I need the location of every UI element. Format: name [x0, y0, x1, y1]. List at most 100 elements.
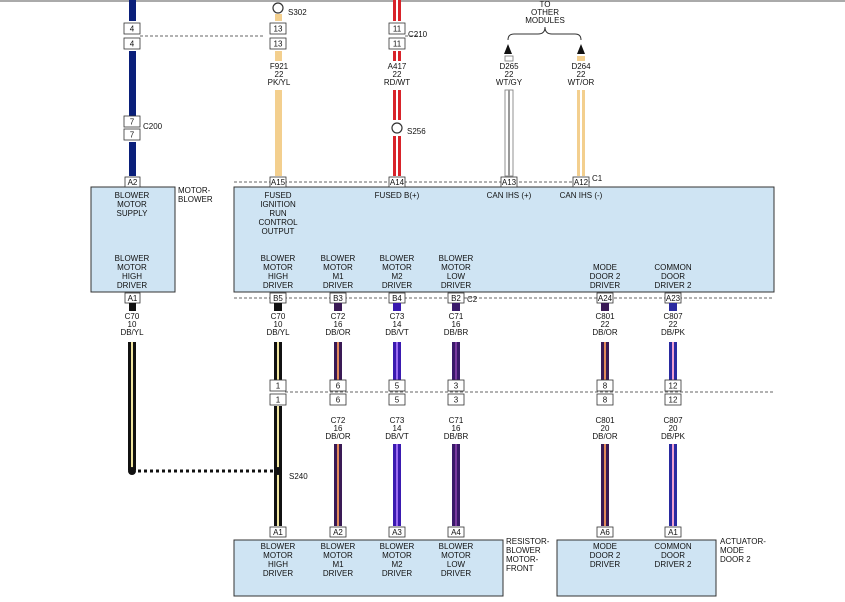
out-m2-l1: BLOWER — [380, 254, 415, 263]
wire-c71-color: DB/BR — [444, 328, 469, 337]
resistor-pin-a1: A1 — [273, 528, 283, 537]
out-high-l1: BLOWER — [261, 254, 296, 263]
pin-f921-13b: 13 — [274, 40, 283, 49]
wire-f921-id: F921 — [270, 62, 289, 71]
res-m1-l4: DRIVER — [323, 569, 353, 578]
actuator-name-l2: MODE — [720, 546, 744, 555]
fused-ign-l4: CONTROL — [258, 218, 298, 227]
pin-box-c1-a14 — [388, 176, 406, 188]
pin-box-c200-4b — [123, 37, 141, 50]
out-high-l4: DRIVER — [263, 281, 293, 290]
pin-c2-b2: B2 — [451, 294, 461, 303]
other-modules-line1: TO — [540, 0, 551, 9]
other-modules-brace — [507, 26, 582, 41]
blower-module-box — [90, 186, 176, 293]
splice-s302-label: S302 — [288, 8, 307, 17]
pin-c1-a14: A14 — [390, 178, 405, 187]
inline-pins — [269, 379, 682, 406]
res-m2-l4: DRIVER — [382, 569, 412, 578]
fused-ign-l5: OUTPUT — [262, 227, 295, 236]
blower-supply-l2: MOTOR — [117, 200, 147, 209]
out-m1-l2: MOTOR — [323, 263, 353, 272]
wire-d265-gauge: 22 — [505, 70, 514, 79]
res-low-l2: MOTOR — [441, 551, 471, 560]
wire-d264 — [577, 56, 585, 176]
c2-label: C2 — [467, 295, 478, 304]
res-low-l1: BLOWER — [439, 542, 474, 551]
wire-c70-left-id: C70 — [125, 312, 140, 321]
pin-c2-b4: B4 — [392, 294, 402, 303]
wire-c72-lower-id: C72 — [331, 416, 346, 425]
fused-b-label: FUSED B(+) — [375, 191, 420, 200]
actuator-pin-a6: A6 — [600, 528, 610, 537]
pin-box-actuator-a1 — [664, 526, 682, 538]
out-low-l2: MOTOR — [441, 263, 471, 272]
pin-box-c1-a13 — [500, 176, 518, 188]
wire-c70-left-color: DB/YL — [120, 328, 144, 337]
wire-c72-id: C72 — [331, 312, 346, 321]
out-mode-l2: DOOR 2 — [590, 272, 621, 281]
out-m2-l3: M2 — [391, 272, 403, 281]
inline-pin-1b: 1 — [276, 396, 281, 405]
blower-module-name-l2: BLOWER — [178, 195, 213, 204]
fused-ign-l1: FUSED — [264, 191, 291, 200]
wire-c71 — [452, 342, 460, 526]
resistor-name-l4: FRONT — [506, 564, 534, 573]
pin-c2-a23: A23 — [666, 294, 681, 303]
resistor-pin-a3: A3 — [392, 528, 402, 537]
res-m1-l2: MOTOR — [323, 551, 353, 560]
pin-box-a417-11b — [388, 37, 406, 50]
pin-box-a417-11a — [388, 22, 406, 35]
wire-c801 — [601, 342, 609, 526]
resistor-pin-a2: A2 — [333, 528, 343, 537]
wire-d264-id: D264 — [571, 62, 591, 71]
wire-d265-id: D265 — [499, 62, 519, 71]
can-ihs-minus-label: CAN IHS (-) — [560, 191, 603, 200]
blower-high-l4: DRIVER — [117, 281, 147, 290]
out-low-l1: BLOWER — [439, 254, 474, 263]
wire-a417 — [393, 0, 401, 176]
inline-pin-12a: 12 — [669, 382, 678, 391]
inline-pin-3a: 3 — [454, 382, 459, 391]
out-high-l2: MOTOR — [263, 263, 293, 272]
res-m1-l3: M1 — [332, 560, 344, 569]
d265-arrow-icon — [504, 44, 512, 54]
out-mode-l3: DRIVER — [590, 281, 620, 290]
out-low-l4: DRIVER — [441, 281, 471, 290]
wire-c807 — [669, 342, 677, 526]
out-m1-l4: DRIVER — [323, 281, 353, 290]
pin-a2: A2 — [128, 178, 138, 187]
pin-c1-a13: A13 — [502, 178, 517, 187]
wire-c71-lower-color: DB/BR — [444, 432, 469, 441]
actuator-pin-a1: A1 — [668, 528, 678, 537]
wire-c73-lower-id: C73 — [390, 416, 405, 425]
wire-f921-c — [275, 90, 282, 176]
act-common-l2: DOOR — [661, 551, 685, 560]
wire-db-low — [129, 142, 136, 176]
pin-f921-13a: 13 — [274, 25, 283, 34]
wire-c73 — [393, 342, 401, 526]
res-high-l1: BLOWER — [261, 542, 296, 551]
res-m2-l2: MOTOR — [382, 551, 412, 560]
splice-s240-icon — [274, 467, 282, 475]
wire-c71-gauge: 16 — [452, 320, 461, 329]
inline-pin-8a: 8 — [603, 382, 608, 391]
pin-c1-a15: A15 — [271, 178, 286, 187]
out-m2-l4: DRIVER — [382, 281, 412, 290]
wire-c73-color: DB/VT — [385, 328, 409, 337]
wire-f921-gauge: 22 — [275, 70, 284, 79]
inline-pin-8b: 8 — [603, 396, 608, 405]
inline-pin-5a: 5 — [395, 382, 400, 391]
wire-c73-id: C73 — [390, 312, 405, 321]
act-mode-l1: MODE — [593, 542, 617, 551]
res-low-l3: LOW — [447, 560, 466, 569]
out-m1-l1: BLOWER — [321, 254, 356, 263]
d264-arrow-icon — [577, 44, 585, 54]
wire-c70-id: C70 — [271, 312, 286, 321]
main-module-box — [233, 186, 775, 293]
wire-c70-left-gauge: 10 — [128, 320, 137, 329]
act-mode-l2: DOOR 2 — [590, 551, 621, 560]
wire-db-top — [129, 0, 136, 21]
res-m2-l3: M2 — [391, 560, 403, 569]
wire-c71-lower-gauge: 16 — [452, 424, 461, 433]
